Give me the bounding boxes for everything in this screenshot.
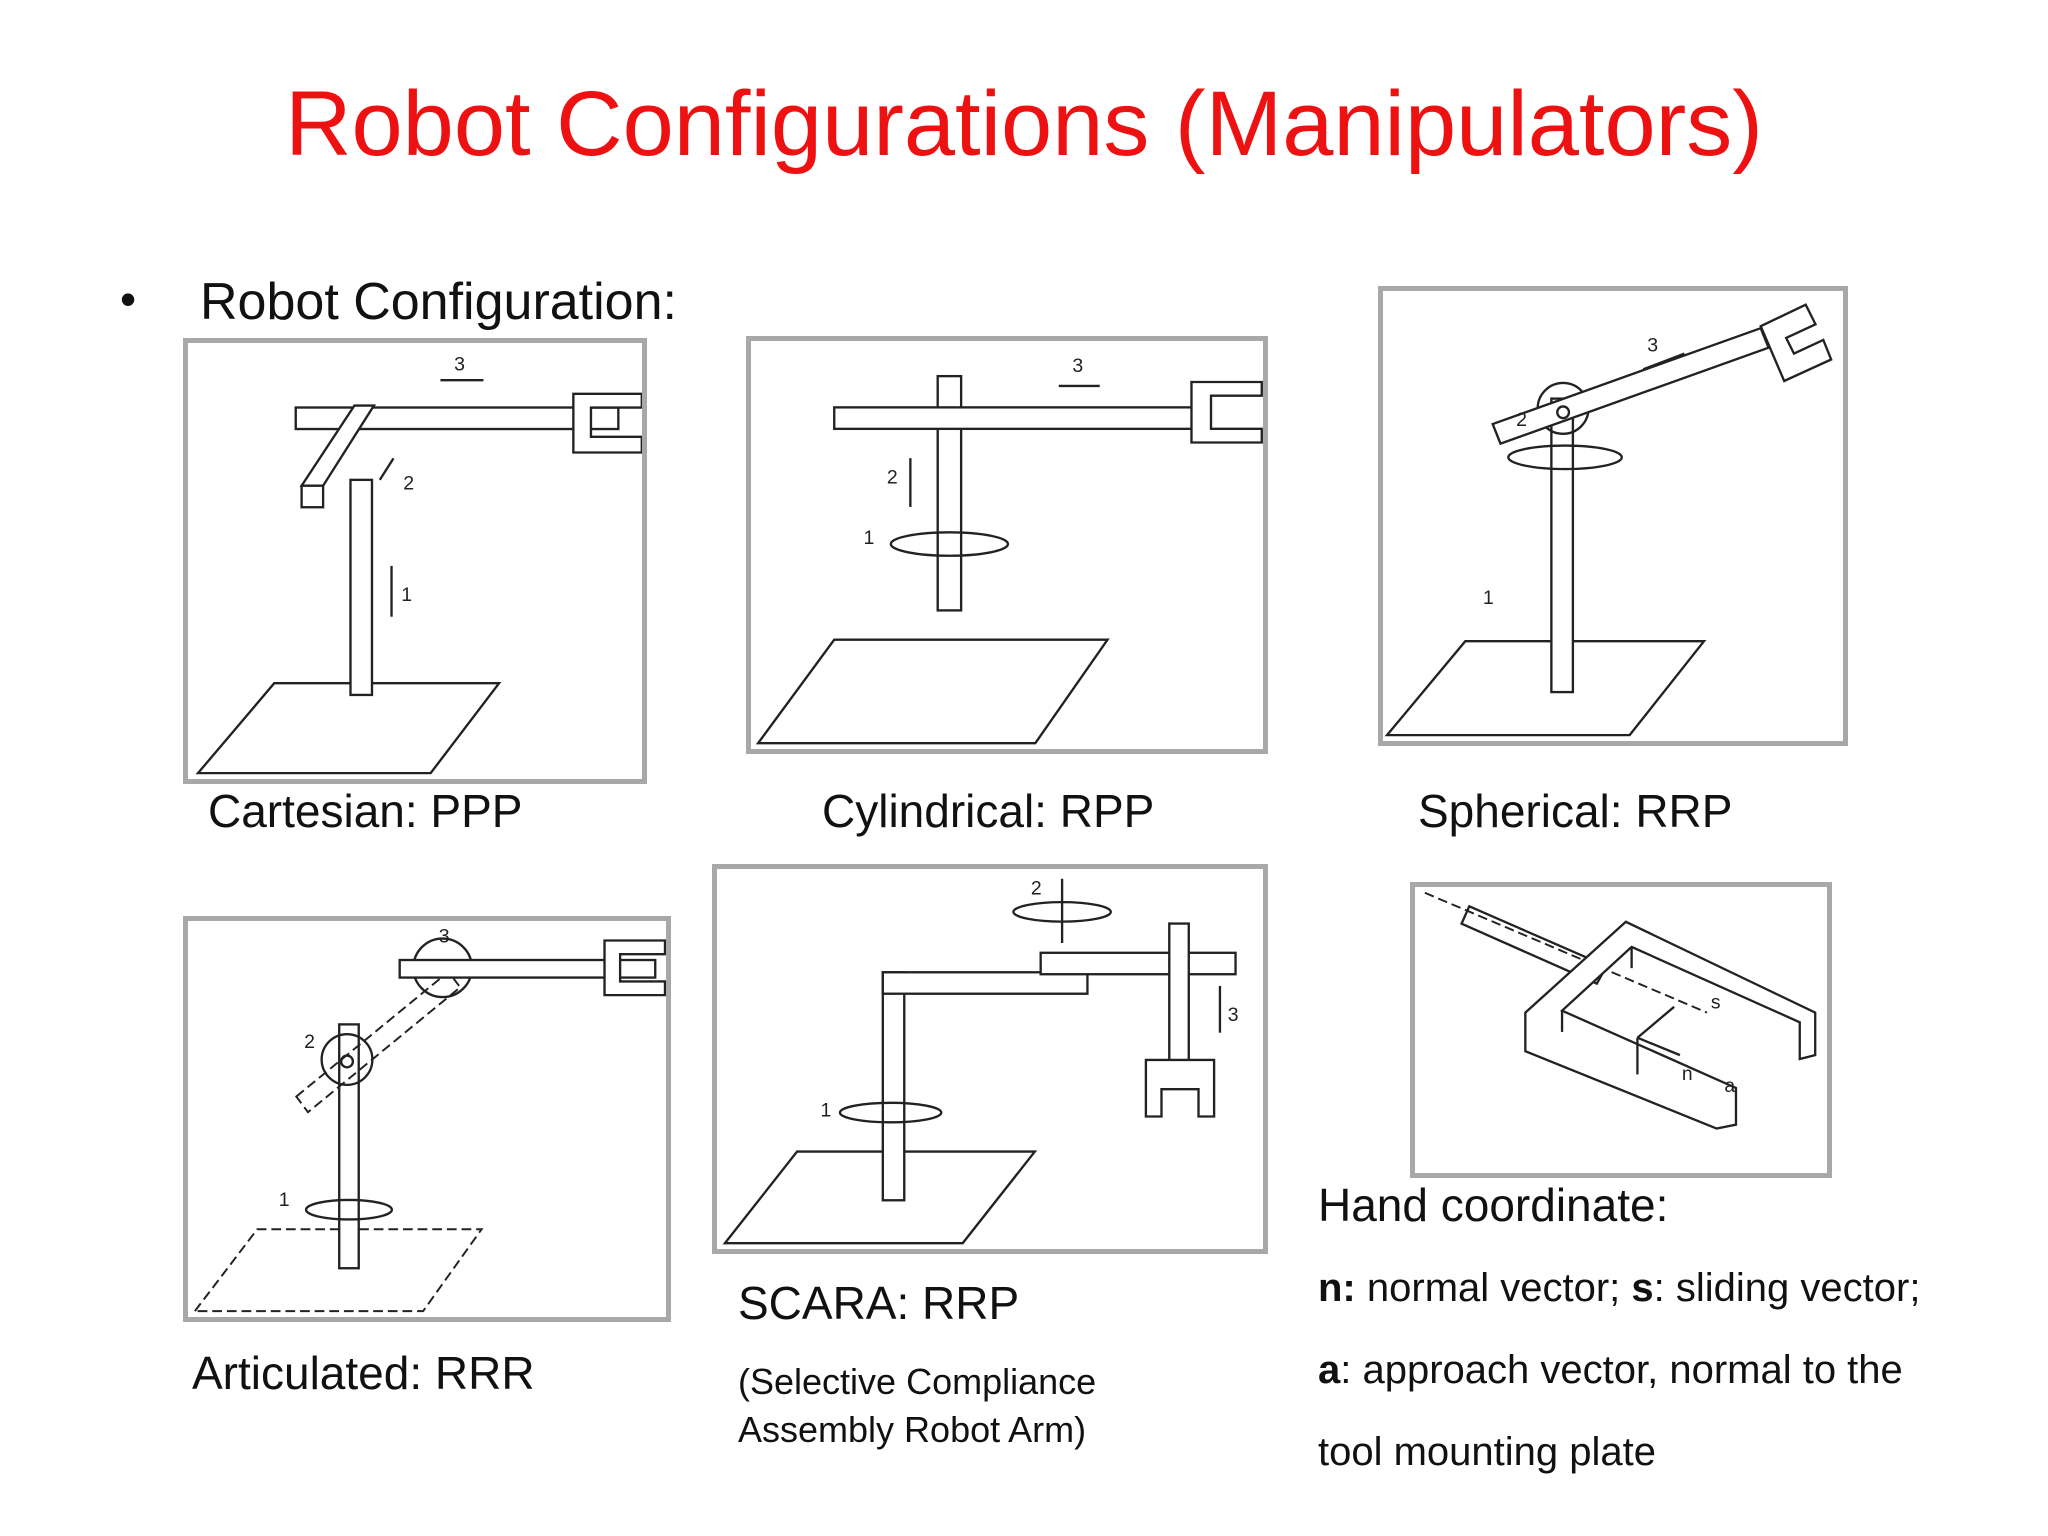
joint-3-label: 3 <box>1647 335 1658 357</box>
joint-3-label: 3 <box>1228 1004 1239 1026</box>
s-desc: : sliding vector; <box>1653 1266 1921 1310</box>
hand-coordinate-line-1: n: normal vector; s: sliding vector; <box>1318 1266 1920 1311</box>
articulated-caption: Articulated: RRR <box>192 1347 535 1399</box>
scara-caption: SCARA: RRP <box>738 1277 1020 1329</box>
joint-2-label: 2 <box>1516 409 1527 431</box>
joint-2-label: 2 <box>1031 877 1042 899</box>
joint-1-label: 1 <box>864 527 875 549</box>
cylindrical-diagram: 3 2 1 <box>746 336 1268 754</box>
hand-coordinate-line-2: a: approach vector, normal to the <box>1318 1348 1903 1393</box>
n-axis-label: n <box>1682 1064 1693 1085</box>
hand-coordinate-line-3: tool mounting plate <box>1318 1430 1657 1474</box>
a-desc: : approach vector, normal to the <box>1340 1348 1903 1392</box>
hand-coordinate-heading: Hand coordinate: <box>1318 1179 1669 1231</box>
n-key: n: <box>1318 1266 1356 1310</box>
cartesian-caption: Cartesian: PPP <box>208 785 523 837</box>
articulated-diagram: 3 2 1 <box>183 916 671 1322</box>
joint-1-label: 1 <box>401 584 412 606</box>
a-axis-label: a <box>1724 1076 1735 1097</box>
joint-3-label: 3 <box>454 353 465 375</box>
bullet-marker: • <box>120 273 137 325</box>
joint-2-label: 2 <box>887 467 898 489</box>
a-key: a <box>1318 1348 1341 1392</box>
bullet-text: Robot Configuration: <box>200 273 677 331</box>
scara-subcaption-line2: Assembly Robot Arm) <box>738 1409 1087 1450</box>
joint-1-label: 1 <box>820 1099 831 1121</box>
joint-2-label: 2 <box>403 473 414 495</box>
joint-3-label: 3 <box>1072 355 1083 377</box>
cartesian-diagram: 3 2 1 <box>183 338 647 784</box>
joint-1-label: 1 <box>1483 587 1494 609</box>
hand-coordinate-diagram: s n a <box>1410 882 1832 1178</box>
scara-subcaption-line1: (Selective Compliance <box>738 1361 1097 1402</box>
cylindrical-caption: Cylindrical: RPP <box>822 785 1155 837</box>
slide-title: Robot Configurations (Manipulators) <box>285 73 1763 175</box>
joint-1-label: 1 <box>279 1189 290 1211</box>
spherical-caption: Spherical: RRP <box>1418 785 1733 837</box>
scara-diagram: 2 3 1 <box>712 864 1268 1254</box>
joint-3-label: 3 <box>439 925 450 947</box>
s-key: s <box>1631 1266 1654 1310</box>
n-desc: normal vector; <box>1355 1266 1632 1310</box>
s-axis-label: s <box>1711 993 1721 1014</box>
joint-2-label: 2 <box>304 1031 315 1053</box>
spherical-diagram: 3 2 1 <box>1378 286 1848 746</box>
